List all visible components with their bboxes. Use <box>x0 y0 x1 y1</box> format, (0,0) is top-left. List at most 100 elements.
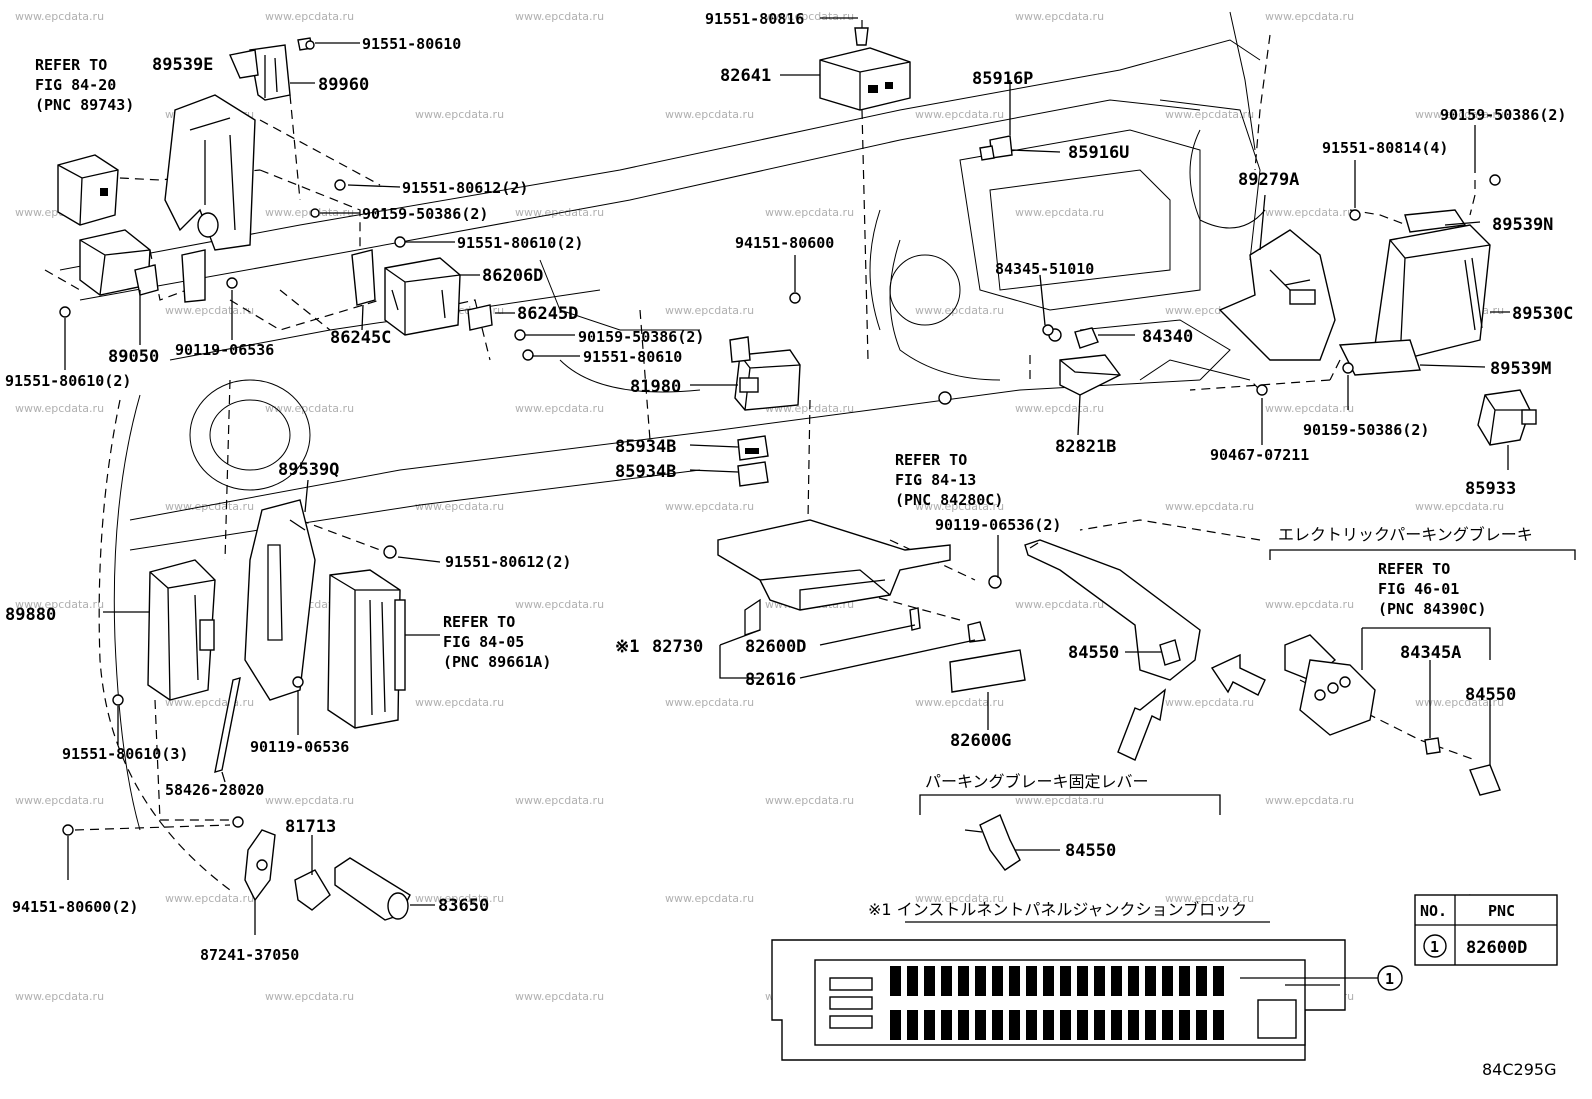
junction-block-detail: 1 <box>771 939 1403 1061</box>
part-86245d-bracket <box>467 304 493 331</box>
fuse-slot <box>1060 1010 1071 1040</box>
part-85934b-connector <box>737 435 769 487</box>
ref-fig8420-line1: REFER TO <box>35 56 107 74</box>
part-84345a-cable-end <box>1284 634 1501 796</box>
fuse-slot <box>890 1010 901 1040</box>
legend-row-no: 1 <box>1430 938 1439 956</box>
part-89661a-junction-block <box>327 569 406 729</box>
fuse-slot <box>941 966 952 996</box>
watermark-text: www.epcdata.ru <box>265 402 354 415</box>
part-82641-relay-box <box>819 27 911 111</box>
label-89539m: 89539M <box>1490 359 1551 379</box>
watermark-text: www.epcdata.ru <box>1015 206 1104 219</box>
part-89279a-cover <box>1218 229 1336 361</box>
ref-fig8420-line3: (PNC 89743) <box>35 96 134 114</box>
watermark-text: www.epcdata.ru <box>915 500 1004 513</box>
watermark-text: www.epcdata.ru <box>1015 402 1104 415</box>
part-89530c-ecu <box>1338 209 1491 376</box>
watermark-text: www.epcdata.ru <box>1265 402 1354 415</box>
callout-circle-1 <box>1377 965 1403 991</box>
watermark-text: www.epcdata.ru <box>1015 598 1104 611</box>
part-86206d-ecu <box>384 257 461 336</box>
fuse-slot <box>975 966 986 996</box>
watermark-text: www.epcdata.ru <box>1415 696 1504 709</box>
fuse-slot <box>1162 1010 1173 1040</box>
legend-header-no: NO. <box>1420 902 1447 920</box>
watermark-text: www.epcdata.ru <box>1415 500 1504 513</box>
label-94151-80600-b: 94151-80600(2) <box>12 898 138 916</box>
label-89050: 89050 <box>108 347 159 367</box>
part-85916-connector <box>979 135 1013 161</box>
fuse-slot <box>1213 1010 1224 1040</box>
label-89530c: 89530C <box>1512 304 1573 324</box>
watermark-text: www.epcdata.ru <box>515 10 604 23</box>
part-81980-relay <box>729 336 801 411</box>
part-82821b-connector <box>1059 354 1122 396</box>
watermark-text: www.epcdata.ru <box>665 500 754 513</box>
fuse-slot <box>958 1010 969 1040</box>
label-90159-50386-a: 90159-50386(2) <box>362 205 488 223</box>
watermark-text: www.epcdata.ru <box>1015 10 1104 23</box>
part-89880-module <box>147 559 216 701</box>
label-85916u: 85916U <box>1068 143 1129 163</box>
ref-fig8405-line1: REFER TO <box>443 613 515 631</box>
label-91551-80610-c: 91551-80610 <box>583 348 682 366</box>
fuse-slot <box>1162 966 1173 996</box>
label-89539q: 89539Q <box>278 460 339 480</box>
watermark-text: www.epcdata.ru <box>15 794 104 807</box>
label-87241-37050: 87241-37050 <box>200 946 299 964</box>
watermark-text: www.epcdata.ru <box>765 794 854 807</box>
part-89743-module <box>57 154 119 226</box>
part-89539q-bracket <box>244 499 316 701</box>
label-90119-06536-a: 90119-06536 <box>175 341 274 359</box>
part-82600g-label <box>949 649 1026 693</box>
label-91551-80610-b: 91551-80610(2) <box>457 234 583 252</box>
label-81980: 81980 <box>630 377 681 397</box>
label-89880: 89880 <box>5 605 56 625</box>
watermark-text: www.epcdata.ru <box>515 794 604 807</box>
label-86245c: 86245C <box>330 328 391 348</box>
fuse-slot <box>1145 966 1156 996</box>
ref-fig8413-line2: FIG 84-13 <box>895 471 976 489</box>
fuse-slot <box>1213 966 1224 996</box>
label-84345a: 84345A <box>1400 643 1461 663</box>
label-91551-80816: 91551-80816 <box>705 10 804 28</box>
fuse-slot <box>1111 966 1122 996</box>
watermark-text: www.epcdata.ru <box>15 990 104 1003</box>
watermark-text: www.epcdata.ru <box>915 892 1004 905</box>
caption-parking-brake-lever: パーキングブレーキ固定レバー <box>925 772 1149 791</box>
label-84550-c: 84550 <box>1065 841 1116 861</box>
label-82616: 82616 <box>745 670 796 690</box>
label-91551-80610-a: 91551-80610 <box>362 35 461 53</box>
fuse-slot <box>1179 966 1190 996</box>
part-87241-37050-bracket <box>244 829 276 902</box>
watermark-text: www.epcdata.ru <box>515 990 604 1003</box>
label-81713: 81713 <box>285 817 336 837</box>
watermark-text: www.epcdata.ru <box>665 304 754 317</box>
fuse-slot <box>907 1010 918 1040</box>
fuse-slot <box>1077 1010 1088 1040</box>
label-85916p: 85916P <box>972 69 1033 89</box>
caption-electric-parking-brake: エレクトリックパーキングブレーキ <box>1278 525 1533 544</box>
watermark-text: www.epcdata.ru <box>265 10 354 23</box>
part-86245c-bracket <box>351 249 376 306</box>
watermark-text: www.epcdata.ru <box>15 598 104 611</box>
label-84345-51010: 84345-51010 <box>995 260 1094 278</box>
fuse-slot <box>1111 1010 1122 1040</box>
fuse-slot <box>1196 966 1207 996</box>
watermark-text: www.epcdata.ru <box>1265 598 1354 611</box>
fuse-slot <box>1043 966 1054 996</box>
label-82600d: 82600D <box>745 637 806 657</box>
legend-table: NO. PNC 1 82600D <box>1414 894 1558 966</box>
part-84340-switch <box>1048 327 1099 349</box>
watermark-text: www.epcdata.ru <box>265 794 354 807</box>
label-90119-06536-b: 90119-06536(2) <box>935 516 1061 534</box>
label-85934b-a: 85934B <box>615 437 676 457</box>
ref-fig8405-line3: (PNC 89661A) <box>443 653 551 671</box>
label-85934b-b: 85934B <box>615 462 676 482</box>
label-91551-80814: 91551-80814(4) <box>1322 139 1448 157</box>
label-90119-06536-c: 90119-06536 <box>250 738 349 756</box>
ref-fig4601-line1: REFER TO <box>1378 560 1450 578</box>
label-86206d: 86206D <box>482 266 543 286</box>
